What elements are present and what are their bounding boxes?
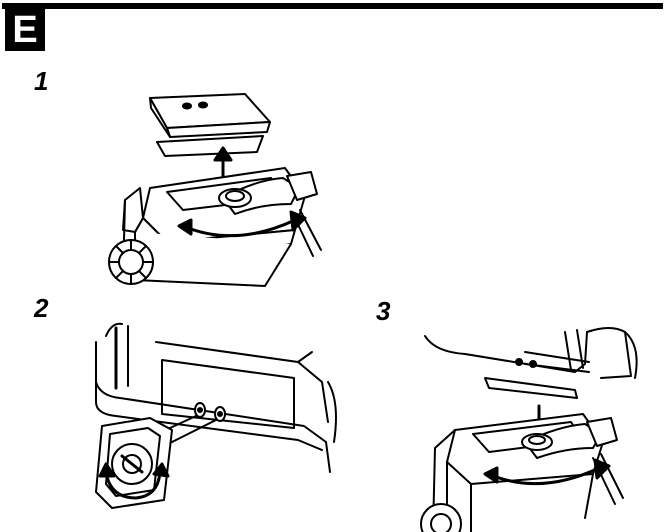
quick-release-plate-illustration [149, 93, 271, 157]
step-number-2: 2 [34, 293, 49, 323]
rotate-lever-arrow-icon [177, 210, 307, 238]
tripod-head-illustration [108, 167, 322, 287]
figure-step-2-attach-plate-to-camera [76, 322, 344, 532]
section-header-rule [2, 3, 663, 9]
section-letter-badge: E [5, 9, 45, 51]
step-number-3: 3 [376, 296, 391, 326]
step-number-1: 1 [34, 66, 49, 96]
camera-body-illustration [424, 327, 638, 399]
quick-release-plate-illustration [95, 417, 173, 509]
tripod-head-illustration [420, 413, 624, 532]
figure-step-1-remove-plate [95, 80, 325, 300]
figure-step-3-mount-camera [415, 318, 665, 532]
camera-underside-illustration [95, 322, 337, 473]
rotate-screw-arrow-icon [98, 462, 170, 500]
rotate-lever-arrow-icon [483, 458, 611, 486]
